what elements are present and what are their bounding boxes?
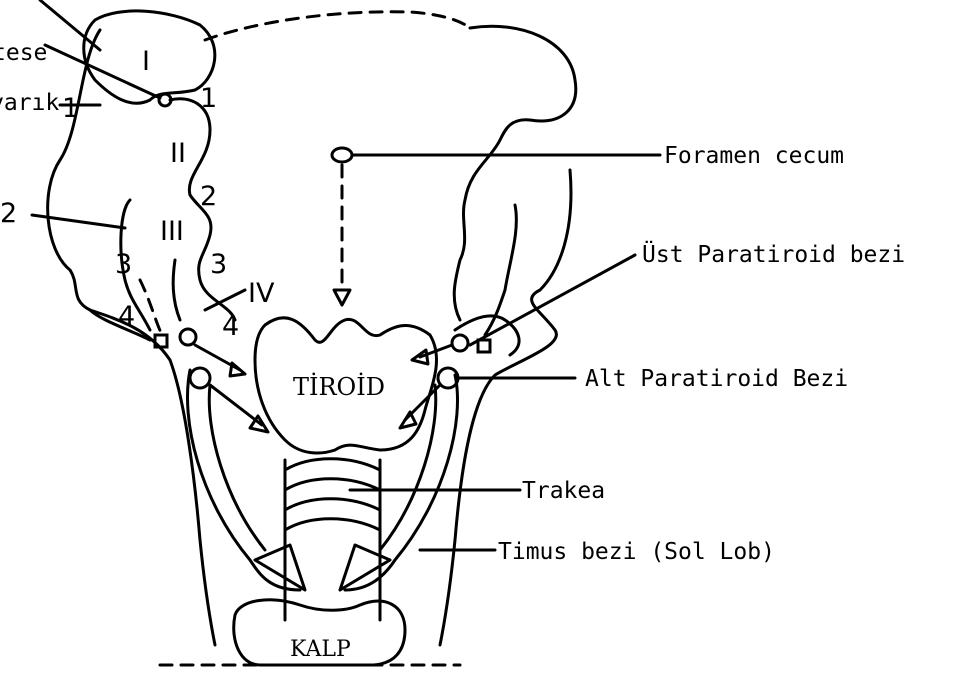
arrow-left-upper-to-thyroid (195, 345, 240, 370)
thymus-left-arrowhead (255, 545, 305, 590)
label-kalp: KALP (290, 637, 351, 662)
label-tese: tese (0, 40, 47, 66)
num-3-right: 3 (210, 249, 227, 280)
arch-II-label: II (170, 138, 186, 169)
thymus-right-arrowhead (340, 545, 390, 590)
num-1-right: 1 (200, 83, 217, 114)
trachea-ring-4 (285, 519, 380, 530)
trachea-ring-2 (285, 479, 380, 490)
thymus-left-lobe-inner (209, 385, 265, 550)
num-2-left: 2 (0, 198, 17, 229)
arch-III-label: III (160, 216, 184, 247)
arch-IV-label: IV (248, 278, 275, 309)
label-timus: Timus bezi (Sol Lob) (498, 539, 775, 565)
foramen-cecum-marker (332, 148, 352, 162)
left-dashed-migration (140, 280, 162, 335)
trachea-ring-1 (285, 459, 380, 470)
arrowhead-right-lower (400, 412, 416, 428)
thymus-right-lobe-inner (380, 385, 436, 550)
upper-parathyroid-right-box (478, 340, 490, 352)
thyroid-descent-arrowhead (334, 290, 350, 305)
right-upper-bulb (454, 26, 576, 320)
arrowhead-left-upper (230, 363, 245, 376)
label-alt-paratiroid: Alt Paratiroid Bezi (585, 366, 848, 392)
cleft-2-leader (32, 215, 125, 228)
num-4-left: 4 (118, 301, 135, 332)
right-body-outline (440, 170, 571, 645)
arch-I-label: I (142, 46, 150, 77)
thymus-left-lobe (188, 370, 301, 590)
left-inner-pouch-2 (173, 260, 180, 320)
lower-parathyroid-left (190, 368, 210, 388)
num-3-left: 3 (115, 249, 132, 280)
ust-para-leader (470, 255, 635, 345)
num-2-right: 2 (200, 181, 217, 212)
num-1-left: 1 (62, 93, 79, 124)
top-dashed-arc (205, 12, 470, 40)
label-foramen-cecum: Foramen cecum (664, 143, 844, 169)
label-trakea: Trakea (522, 478, 605, 504)
label-yarik: yarık (0, 90, 59, 116)
label-ust-paratiroid: Üst Paratiroid bezi (642, 240, 905, 268)
upper-parathyroid-left (180, 329, 196, 345)
num-4-right: 4 (222, 311, 239, 342)
trachea-ring-3 (285, 499, 380, 510)
upper-parathyroid-right (452, 335, 468, 351)
label-tiroid: TİROİD (293, 372, 385, 401)
